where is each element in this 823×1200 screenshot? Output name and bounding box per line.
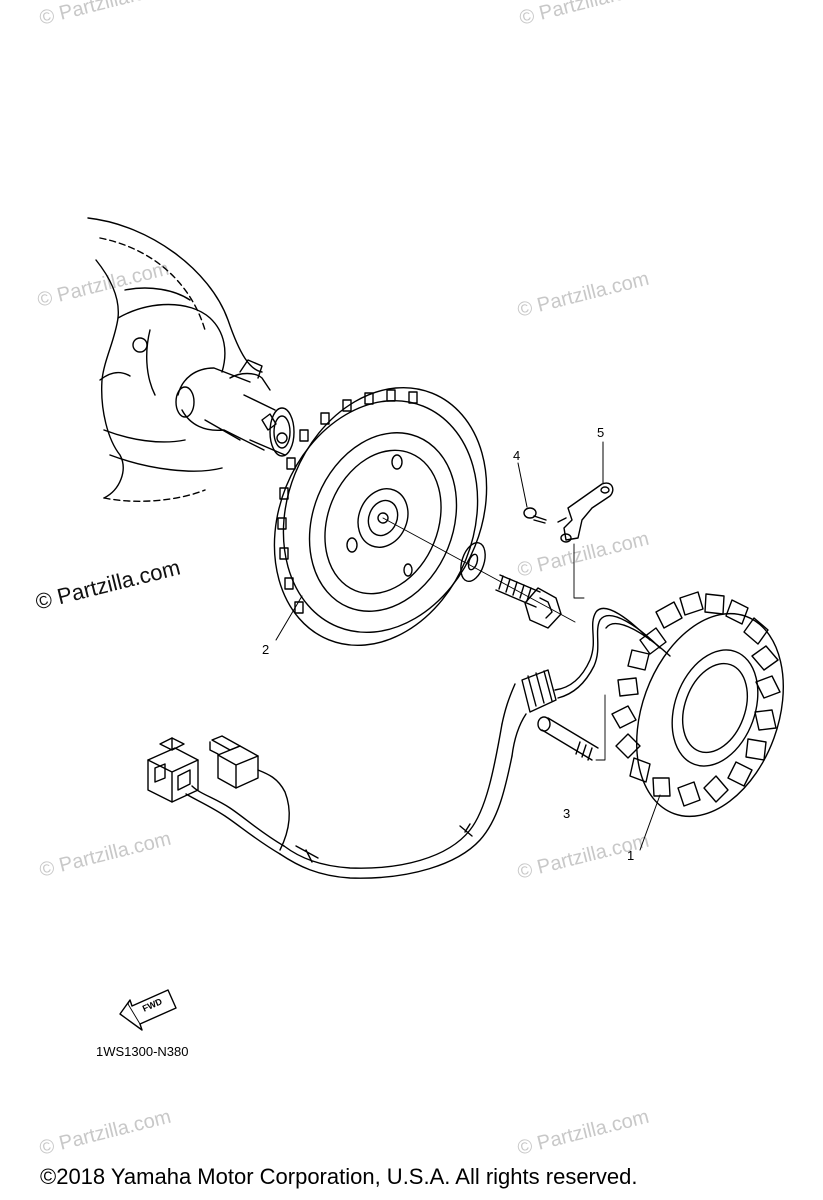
stator-lead-wire [185, 723, 513, 879]
callout-leader-4 [517, 462, 528, 508]
stator-coupler-small [209, 735, 259, 789]
fwd-arrow-icon [119, 989, 177, 1031]
callout-number-5: 5 [597, 425, 605, 440]
diagram-code: 1WS1300-N380 [96, 1044, 189, 1059]
washer [460, 541, 486, 583]
flywheel-rotor [273, 386, 488, 647]
lead-clamp [557, 482, 614, 543]
callout-number-1: 1 [627, 848, 635, 863]
callout-number-2: 2 [262, 642, 270, 657]
callout-number-4: 4 [513, 448, 521, 463]
rotor-bolt [495, 574, 562, 629]
clamp-leader-line [573, 543, 585, 599]
clamp-screw [523, 507, 547, 524]
copyright-notice: ©2018 Yamaha Motor Corporation, U.S.A. A… [40, 1164, 638, 1189]
crankshaft [87, 217, 295, 502]
stator-screw-leader-line [595, 694, 606, 761]
callout-leader-1 [639, 794, 661, 851]
stator-screw [537, 716, 599, 761]
callout-number-3: 3 [563, 806, 571, 821]
stator-coupler-large [147, 737, 199, 803]
stator-lead-grommet [501, 669, 557, 757]
stator-assembly [554, 591, 784, 818]
callout-leader-2 [275, 595, 303, 641]
assembly-axis-line [382, 517, 576, 623]
